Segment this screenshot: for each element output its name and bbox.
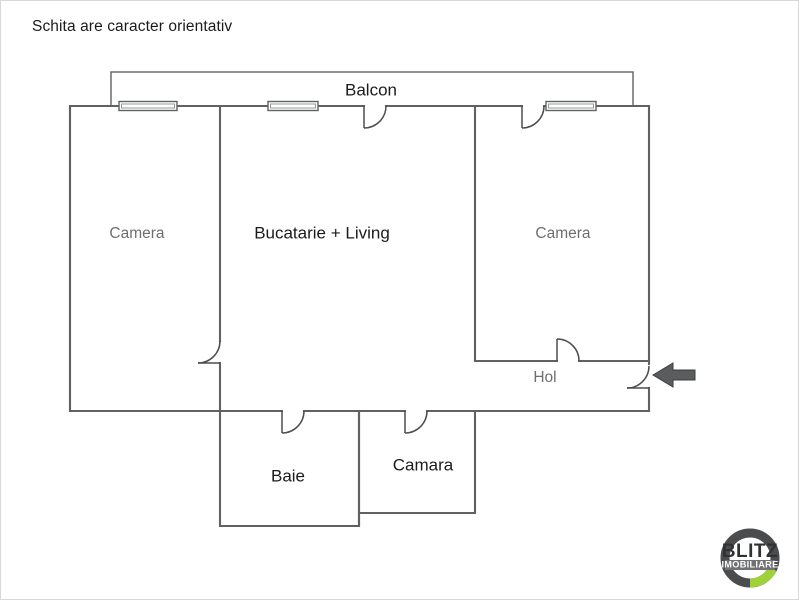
page-title: Schita are caracter orientativ: [32, 18, 233, 35]
door-balcon-living: [363, 105, 387, 129]
interior-walls: [218, 104, 651, 413]
room-label-camera-left: Camera: [109, 225, 165, 242]
logo-brand-text: BLITZ: [722, 541, 778, 562]
room-label-camera-right: Camera: [535, 225, 591, 242]
window-camera-right: [545, 100, 597, 112]
door-camera-hol: [556, 338, 580, 362]
logo-ring: [720, 528, 780, 588]
window-camera-left: [118, 100, 178, 112]
room-label-balcon: Balcon: [345, 80, 397, 99]
room-label-baie: Baie: [271, 466, 305, 485]
logo-subtitle-text: IMOBILIARE: [721, 560, 778, 570]
logo-wordmark: BLITZ IMOBILIARE: [721, 541, 778, 570]
room-label-camara: Camara: [393, 455, 454, 474]
doors-group: [197, 105, 650, 434]
door-baie: [281, 410, 305, 434]
room-label-hol: Hol: [533, 369, 556, 386]
door-camera-living: [197, 340, 221, 364]
entrance-arrow: [652, 362, 696, 388]
room-labels: Balcon Camera Bucatarie + Living Camera …: [109, 80, 591, 485]
room-label-living: Bucatarie + Living: [254, 223, 390, 242]
door-balcon-camera: [521, 105, 545, 129]
apartment-outer-walls: [68, 104, 651, 413]
balcony-outline: [110, 71, 634, 107]
lower-rooms-walls: [218, 409, 477, 528]
entry-door: [626, 365, 650, 389]
window-living-left: [267, 100, 319, 112]
windows-group: [118, 100, 597, 112]
blitz-imobiliare-logo: BLITZ IMOBILIARE: [720, 528, 780, 588]
door-camara: [404, 410, 428, 434]
